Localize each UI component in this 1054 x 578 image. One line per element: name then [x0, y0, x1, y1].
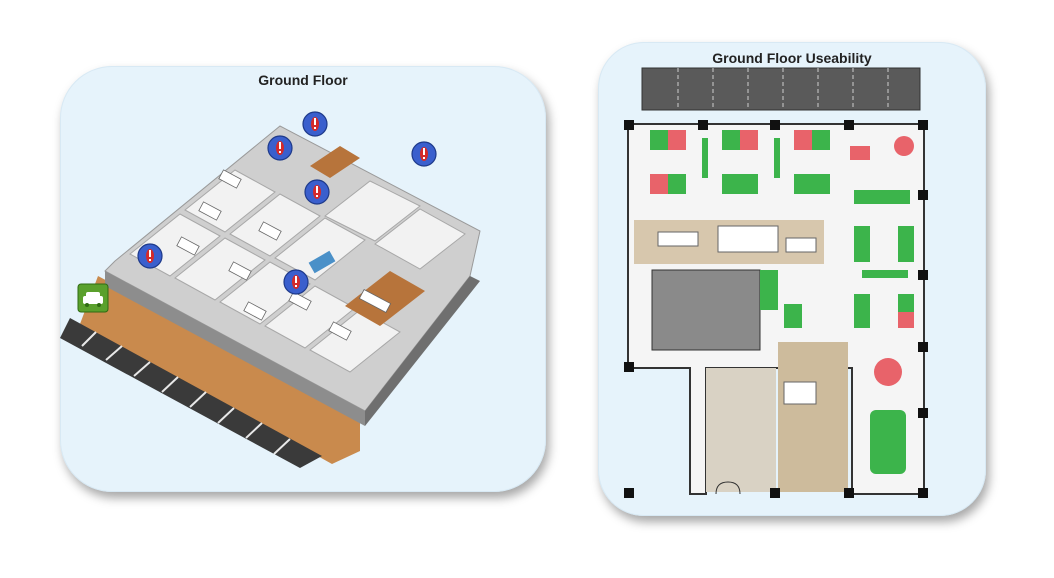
doors	[715, 481, 741, 495]
entry-area	[706, 368, 776, 492]
bench-seats[interactable]	[702, 138, 708, 178]
bench-seats[interactable]	[862, 270, 908, 278]
bench-seats[interactable]	[854, 190, 910, 204]
useability-title: Ground Floor Useability	[712, 50, 872, 66]
timber-stair-area	[778, 342, 848, 492]
meeting-table-red[interactable]	[894, 136, 914, 156]
desk-cluster[interactable]	[784, 304, 802, 328]
ground-floor-3d-view	[60, 111, 481, 468]
meeting-table-red[interactable]	[874, 358, 902, 386]
ground-floor-title: Ground Floor	[258, 72, 348, 88]
timber-walkway	[80, 276, 360, 464]
exclamation-alert-icon[interactable]	[267, 135, 293, 161]
lounge-furniture	[657, 225, 817, 405]
desk-cluster[interactable]	[722, 174, 758, 194]
structural-columns	[624, 120, 928, 498]
building-front-wall	[105, 271, 365, 426]
parking-car-icon[interactable]	[77, 283, 109, 313]
office-rooms	[129, 169, 466, 373]
desk-cluster[interactable]	[854, 294, 914, 328]
bench-seats[interactable]	[774, 138, 780, 178]
ground-floor-3d-panel: Ground Floor	[60, 66, 546, 492]
meeting-table-green[interactable]	[870, 410, 906, 474]
desk-cluster[interactable]	[794, 130, 830, 150]
desk-cluster[interactable]	[794, 174, 830, 194]
desk-cluster[interactable]	[650, 174, 686, 194]
desk-cluster[interactable]	[850, 146, 870, 160]
ground-floor-useability-panel: Ground Floor Useability	[598, 42, 986, 516]
exclamation-alert-icon[interactable]	[302, 111, 328, 137]
desk-furniture	[176, 169, 392, 341]
building-side-wall	[365, 276, 480, 426]
timber-interior-floor	[310, 146, 360, 178]
desk-cluster[interactable]	[722, 130, 758, 150]
roof-strip	[641, 67, 921, 111]
exclamation-alert-icon[interactable]	[283, 269, 309, 295]
parking-lines	[81, 331, 291, 455]
exclamation-alert-icon[interactable]	[411, 141, 437, 167]
reception-desk	[308, 250, 336, 274]
toilet-block	[651, 269, 761, 351]
green-room	[760, 270, 778, 310]
exclamation-alert-icon[interactable]	[304, 179, 330, 205]
timber-interior-floor	[345, 271, 425, 326]
exclamation-alert-icon[interactable]	[137, 243, 163, 269]
floor-plan	[624, 67, 928, 498]
desk-cluster[interactable]	[650, 130, 686, 150]
desk-cluster[interactable]	[854, 226, 914, 262]
parking-area	[60, 318, 322, 468]
